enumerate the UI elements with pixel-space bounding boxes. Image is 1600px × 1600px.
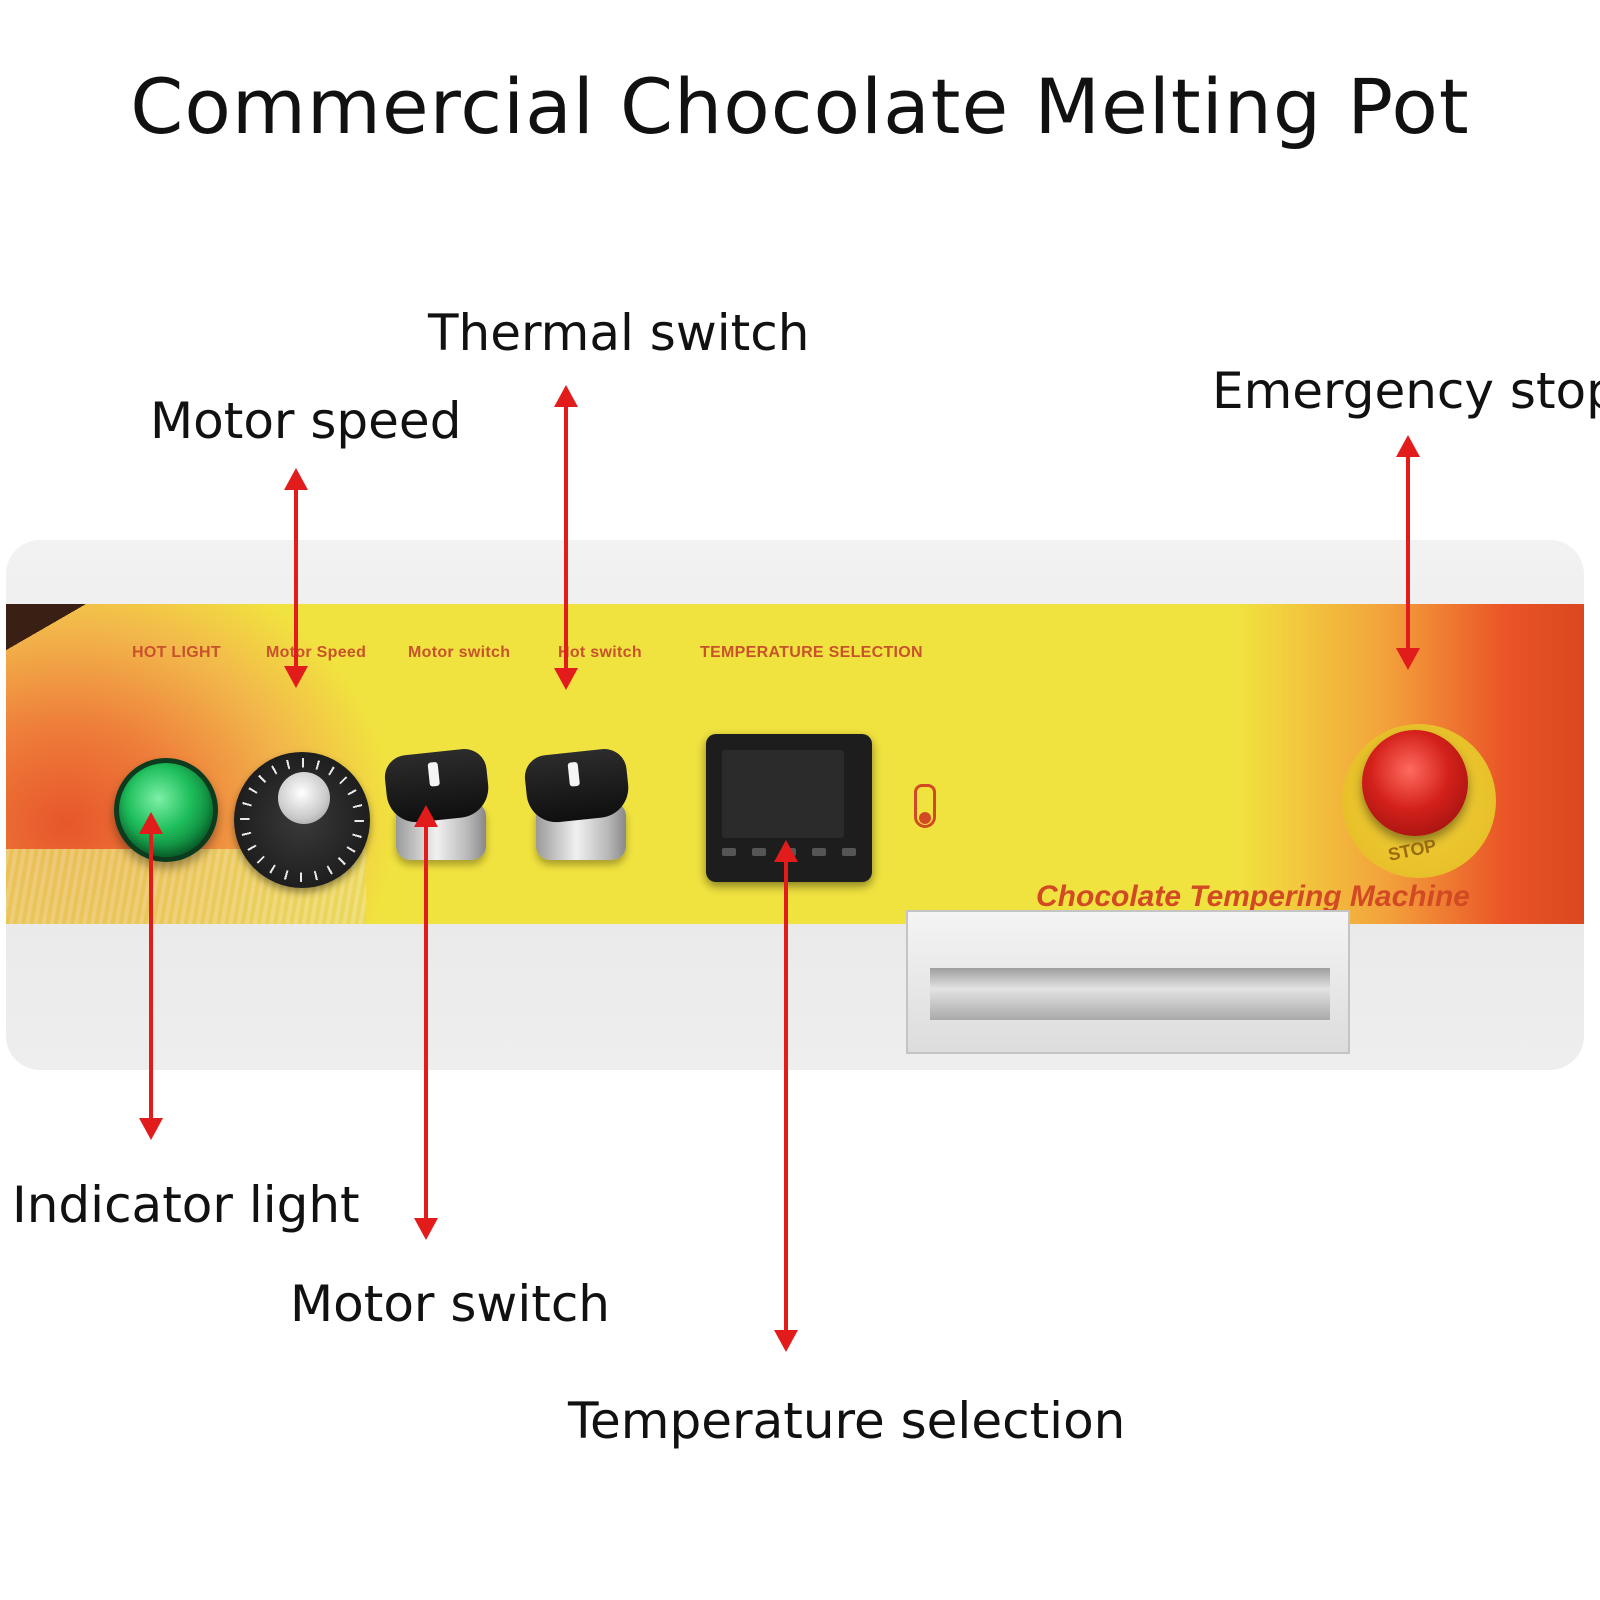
arrow-motor-speed-head-top bbox=[284, 468, 308, 490]
arrow-temperature-selection-head-top bbox=[774, 840, 798, 862]
arrow-temperature-selection-head-bottom bbox=[774, 1330, 798, 1352]
arrow-indicator-light-head-top bbox=[139, 812, 163, 834]
indicator-light bbox=[114, 758, 218, 862]
callout-temperature-selection: Temperature selection bbox=[568, 1392, 1126, 1450]
label-hot-light: HOT LIGHT bbox=[132, 644, 221, 661]
arrow-motor-switch-head-bottom bbox=[414, 1218, 438, 1240]
controller-button[interactable] bbox=[752, 848, 766, 856]
callout-thermal-switch: Thermal switch bbox=[428, 304, 810, 362]
label-motor-speed: Motor Speed bbox=[266, 644, 367, 661]
arrow-motor-switch-head-top bbox=[414, 805, 438, 827]
label-motor-switch: Motor switch bbox=[408, 644, 511, 661]
machine-control-panel: HOT LIGHT Motor Speed Motor switch Hot s… bbox=[6, 540, 1584, 1070]
arrow-thermal-switch-head-top bbox=[554, 385, 578, 407]
controller-button[interactable] bbox=[722, 848, 736, 856]
thermometer-icon bbox=[914, 784, 936, 828]
callout-motor-switch: Motor switch bbox=[290, 1275, 610, 1333]
arrow-emergency-stop-head-bottom bbox=[1396, 648, 1420, 670]
brand-label: Chocolate Tempering Machine bbox=[1036, 880, 1470, 913]
page-title: Commercial Chocolate Melting Pot bbox=[130, 62, 1470, 151]
arrow-motor-speed-head-bottom bbox=[284, 666, 308, 688]
callout-emergency-stop: Emergency stop bbox=[1212, 362, 1600, 420]
temperature-controller[interactable] bbox=[706, 734, 872, 882]
controller-button[interactable] bbox=[842, 848, 856, 856]
label-hot-switch: Hot switch bbox=[558, 644, 642, 661]
controller-button[interactable] bbox=[812, 848, 826, 856]
callout-motor-speed: Motor speed bbox=[150, 392, 462, 450]
thermal-switch-knob[interactable] bbox=[522, 744, 632, 862]
dial-cap bbox=[278, 772, 330, 824]
motor-speed-dial[interactable] bbox=[234, 752, 370, 888]
emergency-stop-button[interactable] bbox=[1362, 730, 1468, 836]
controller-screen bbox=[722, 750, 844, 838]
label-temperature-selection: TEMPERATURE SELECTION bbox=[700, 644, 923, 661]
arrow-indicator-light-head-bottom bbox=[139, 1118, 163, 1140]
arrow-thermal-switch-head-bottom bbox=[554, 668, 578, 690]
callout-indicator-light: Indicator light bbox=[12, 1176, 360, 1234]
steel-bracket bbox=[906, 910, 1350, 1054]
yellow-control-face: HOT LIGHT Motor Speed Motor switch Hot s… bbox=[6, 604, 1584, 924]
arrow-emergency-stop-head-top bbox=[1396, 435, 1420, 457]
motor-switch-knob[interactable] bbox=[382, 744, 492, 862]
bracket-bar bbox=[930, 968, 1330, 1020]
